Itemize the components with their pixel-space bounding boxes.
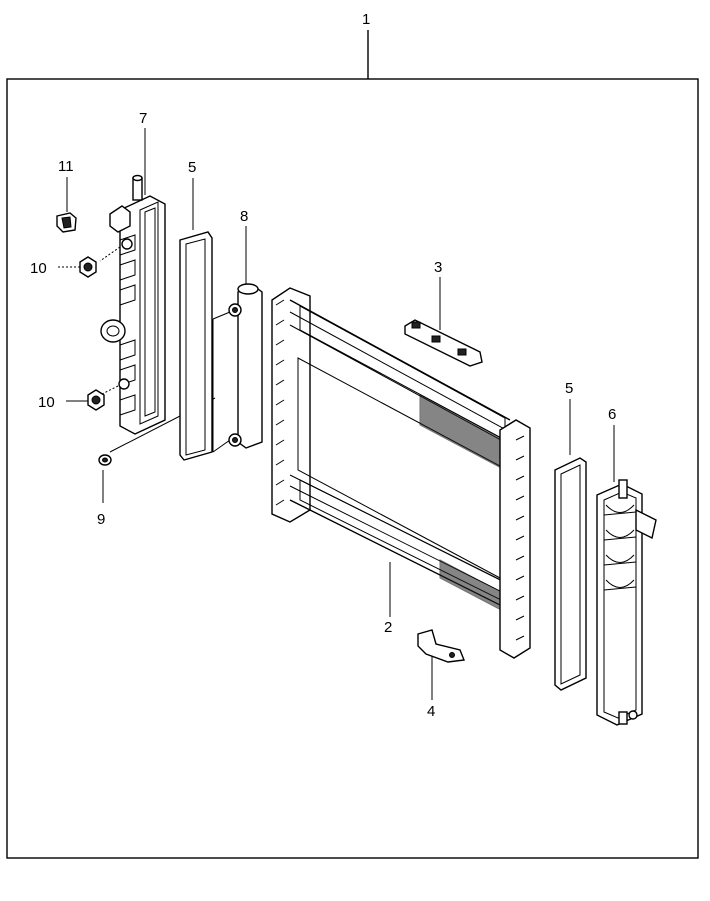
callout-2: 2	[384, 619, 392, 636]
callout-10-lower: 10	[38, 394, 55, 411]
callout-7: 7	[139, 110, 147, 127]
part-10-nut-upper	[79, 256, 97, 278]
callout-6: 6	[608, 406, 616, 423]
part-10-nut-lower	[87, 389, 105, 411]
callout-5-left: 5	[188, 159, 196, 176]
callout-3: 3	[434, 259, 442, 276]
part-7-left-tank	[100, 174, 166, 435]
callout-11: 11	[58, 158, 74, 175]
callout-9: 9	[97, 511, 105, 528]
part-8-pipe	[228, 283, 263, 449]
part-5-gasket-right	[554, 457, 587, 691]
part-6-right-tank	[596, 479, 657, 726]
part-9-washer	[98, 454, 112, 466]
part-5-gasket-left	[179, 231, 213, 461]
diagram-border	[6, 78, 699, 859]
callout-10-upper: 10	[30, 260, 47, 277]
part-3-bracket	[404, 319, 483, 367]
part-11-clip	[56, 212, 77, 233]
callout-8: 8	[240, 208, 248, 225]
part-4-bracket	[417, 629, 465, 663]
part-2-radiator-core	[271, 287, 531, 659]
callout-5-right: 5	[565, 380, 573, 397]
callout-4: 4	[427, 703, 435, 720]
callout-1: 1	[362, 11, 370, 28]
